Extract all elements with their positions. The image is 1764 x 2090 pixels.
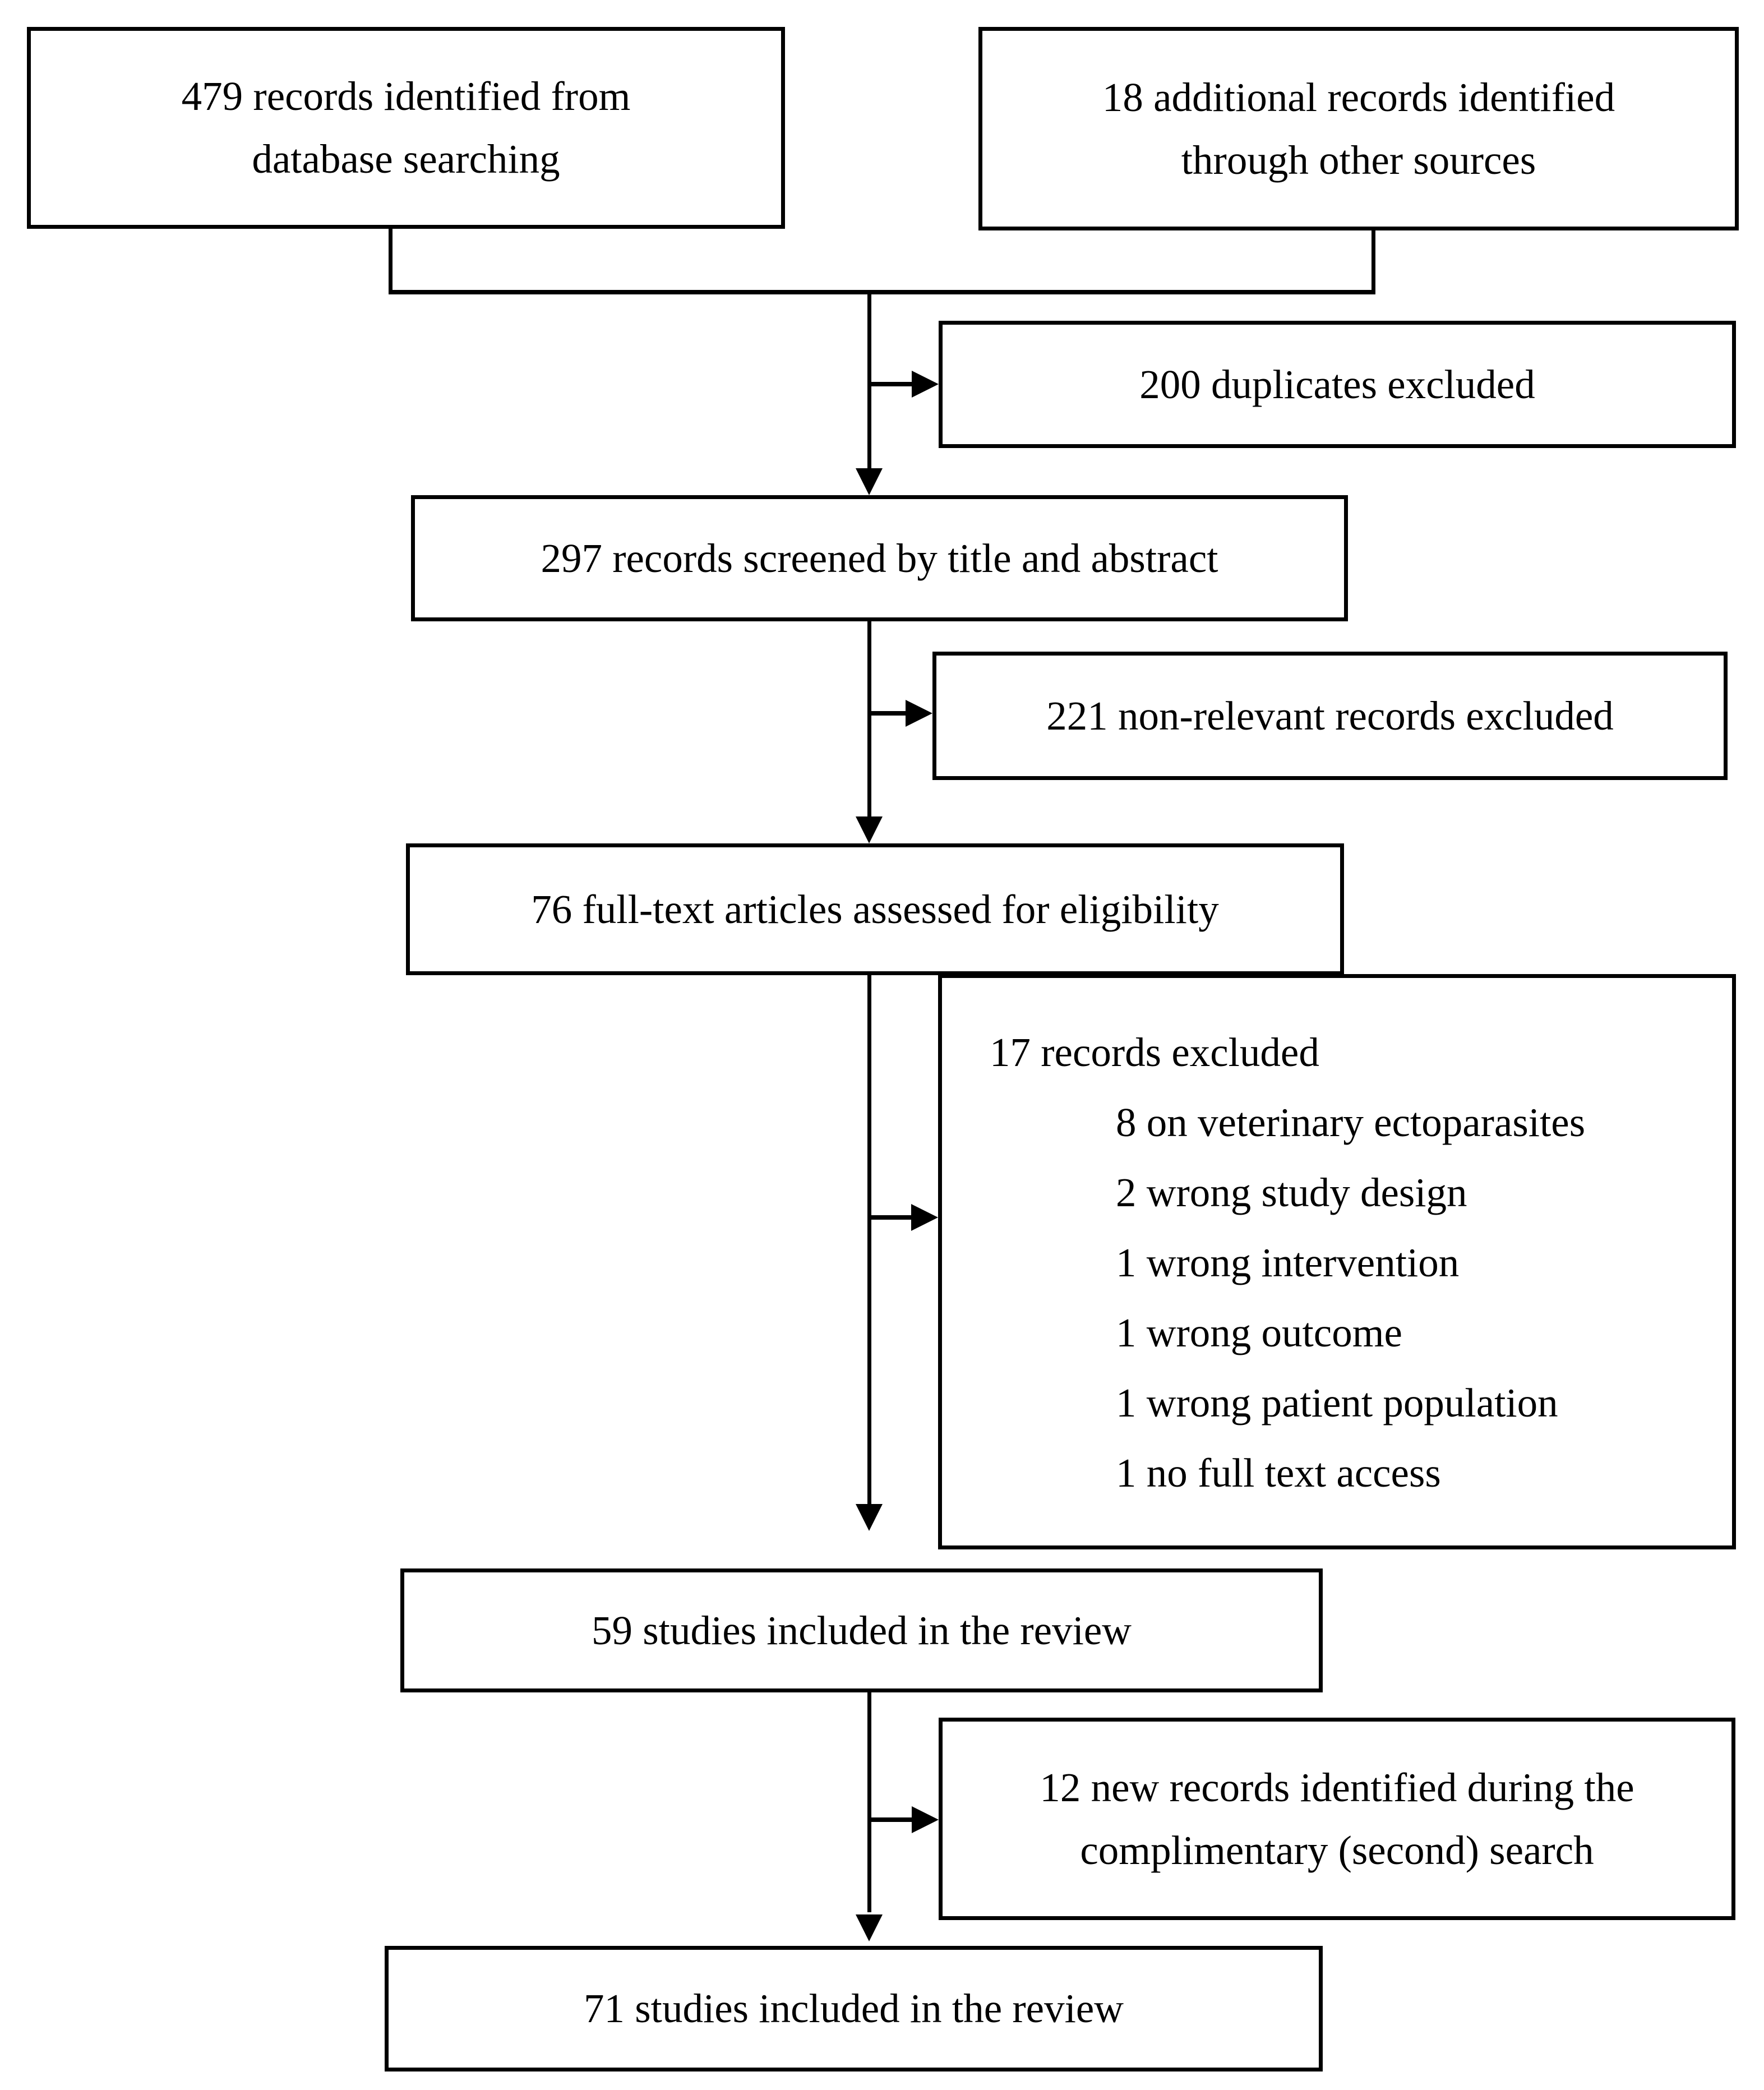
connector-database-records-down [389, 228, 392, 294]
arrowhead-to-new-records [912, 1806, 939, 1833]
box-nonrelevant-excluded: 221 non-relevant records excluded [932, 652, 1728, 780]
connector-merge-horizontal [389, 290, 1375, 294]
arrowhead-to-fulltext-assessed [856, 816, 883, 843]
box-studies-included-71-text: 71 studies included in the review [584, 1986, 1124, 2031]
arrowhead-to-studies-included-first [856, 1504, 883, 1531]
arrowhead-to-records-excluded-details [911, 1204, 938, 1231]
box-other-sources-text: 18 additional records identified through… [1102, 74, 1615, 183]
connector-to-fulltext-assessed [867, 620, 871, 817]
box-fulltext-assessed: 76 full-text articles assessed for eligi… [406, 843, 1344, 975]
box-records-excluded-details: 17 records excluded 8 on veterinary ecto… [938, 974, 1736, 1549]
box-database-records-text: 479 records identified from database sea… [181, 73, 631, 182]
box-studies-included-59-text: 59 studies included in the review [592, 1607, 1132, 1653]
box-new-records-second-search-text: 12 new records identified during the com… [1040, 1764, 1634, 1873]
exclusion-item: 2 wrong study design [1116, 1170, 1467, 1215]
connector-to-duplicates-excluded [870, 382, 912, 386]
connector-to-records-excluded-details [870, 1215, 912, 1220]
exclusion-item: 1 wrong intervention [1116, 1240, 1460, 1285]
box-new-records-second-search: 12 new records identified during the com… [939, 1718, 1735, 1920]
connector-other-sources-down [1372, 230, 1375, 294]
box-studies-included-71: 71 studies included in the review [385, 1946, 1323, 2071]
box-studies-included-59: 59 studies included in the review [400, 1568, 1323, 1692]
box-other-sources: 18 additional records identified through… [978, 27, 1739, 230]
connector-to-studies-included-final [867, 1691, 871, 1912]
connector-to-nonrelevant-excluded [870, 711, 906, 716]
box-duplicates-excluded: 200 duplicates excluded [939, 321, 1736, 448]
exclusion-item: 1 wrong outcome [1116, 1310, 1402, 1355]
box-records-screened: 297 records screened by title and abstra… [411, 495, 1348, 621]
exclusion-header: 17 records excluded [990, 1030, 1319, 1075]
box-database-records: 479 records identified from database sea… [27, 27, 785, 229]
arrowhead-to-duplicates-excluded [912, 371, 939, 398]
box-fulltext-assessed-text: 76 full-text articles assessed for eligi… [531, 886, 1219, 932]
connector-to-new-records [870, 1817, 912, 1822]
box-nonrelevant-excluded-text: 221 non-relevant records excluded [1046, 693, 1614, 739]
exclusion-item: 8 on veterinary ectoparasites [1116, 1100, 1586, 1145]
box-records-screened-text: 297 records screened by title and abstra… [541, 535, 1218, 581]
exclusion-item: 1 wrong patient population [1116, 1380, 1558, 1425]
arrowhead-to-nonrelevant-excluded [906, 700, 932, 727]
connector-to-records-screened [867, 292, 871, 477]
arrowhead-to-studies-included-final [856, 1914, 883, 1941]
connector-to-studies-included-first [867, 974, 871, 1506]
box-duplicates-excluded-text: 200 duplicates excluded [1139, 361, 1535, 407]
arrowhead-to-records-screened [856, 468, 883, 495]
exclusion-item: 1 no full text access [1116, 1450, 1441, 1496]
